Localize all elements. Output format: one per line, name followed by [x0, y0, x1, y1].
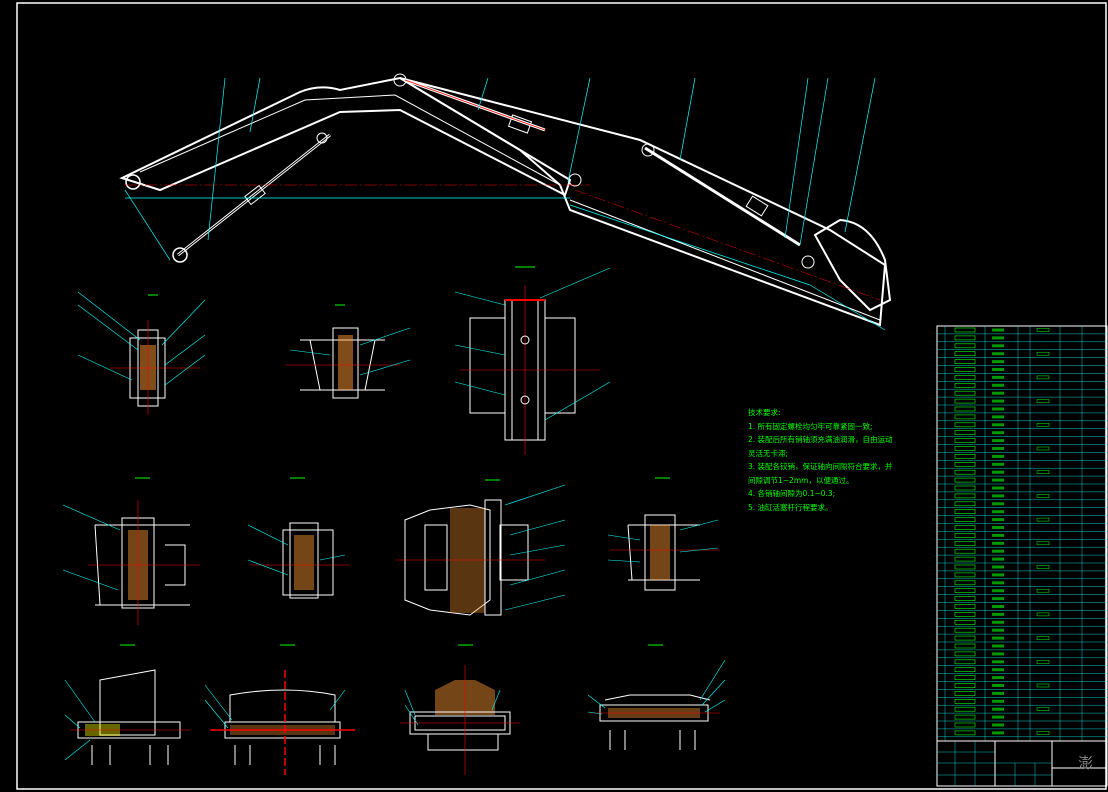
section-view-2 — [285, 304, 411, 399]
section-view-9 — [204, 644, 355, 775]
notes-item: 3. 装配各铰销，保证轴向间隙符合要求，并 — [748, 462, 893, 471]
technical-requirements-notes: 技术要求: 1. 所有固定螺栓均匀牢可靠紧固一致; 2. 装配后所有销轴须充满油… — [748, 406, 893, 514]
boom-foot-pin — [125, 174, 141, 190]
title-block — [936, 740, 1108, 787]
notes-item: 间隙调节1~2mm，以便通过。 — [748, 475, 854, 485]
section-view-6 — [395, 479, 566, 616]
parts-list-table — [936, 325, 1108, 742]
section-view-5 — [247, 477, 350, 599]
section-view-4 — [62, 477, 200, 625]
section-view-7 — [607, 477, 720, 591]
bucket — [813, 218, 892, 312]
arm-outline — [399, 77, 887, 327]
section-view-11 — [587, 644, 726, 750]
section-view-8 — [64, 644, 190, 765]
boom-outline — [119, 76, 572, 197]
notes-item: 1. 所有固定螺栓均匀牢可靠紧固一致; — [748, 421, 873, 431]
notes-item: 4. 各销轴间隙为0.1~0.3; — [748, 489, 836, 498]
section-view-10 — [400, 644, 520, 775]
notes-item: 灵活无卡滞; — [748, 448, 789, 458]
section-view-3 — [454, 266, 611, 455]
notes-heading: 技术要求: — [748, 408, 781, 417]
section-view-1 — [77, 291, 206, 415]
drawing-frame — [16, 2, 1107, 790]
notes-item: 5. 油缸活塞杆行程要求。 — [748, 502, 833, 512]
boom-inner — [139, 94, 561, 186]
bucket-cylinder — [644, 146, 801, 247]
notes-item: 2. 装配后所有销轴须充满油润滑，自由运动 — [748, 435, 893, 444]
watermark-stamp: 澎 — [1078, 754, 1094, 772]
boom-arm-assembly — [119, 73, 892, 331]
